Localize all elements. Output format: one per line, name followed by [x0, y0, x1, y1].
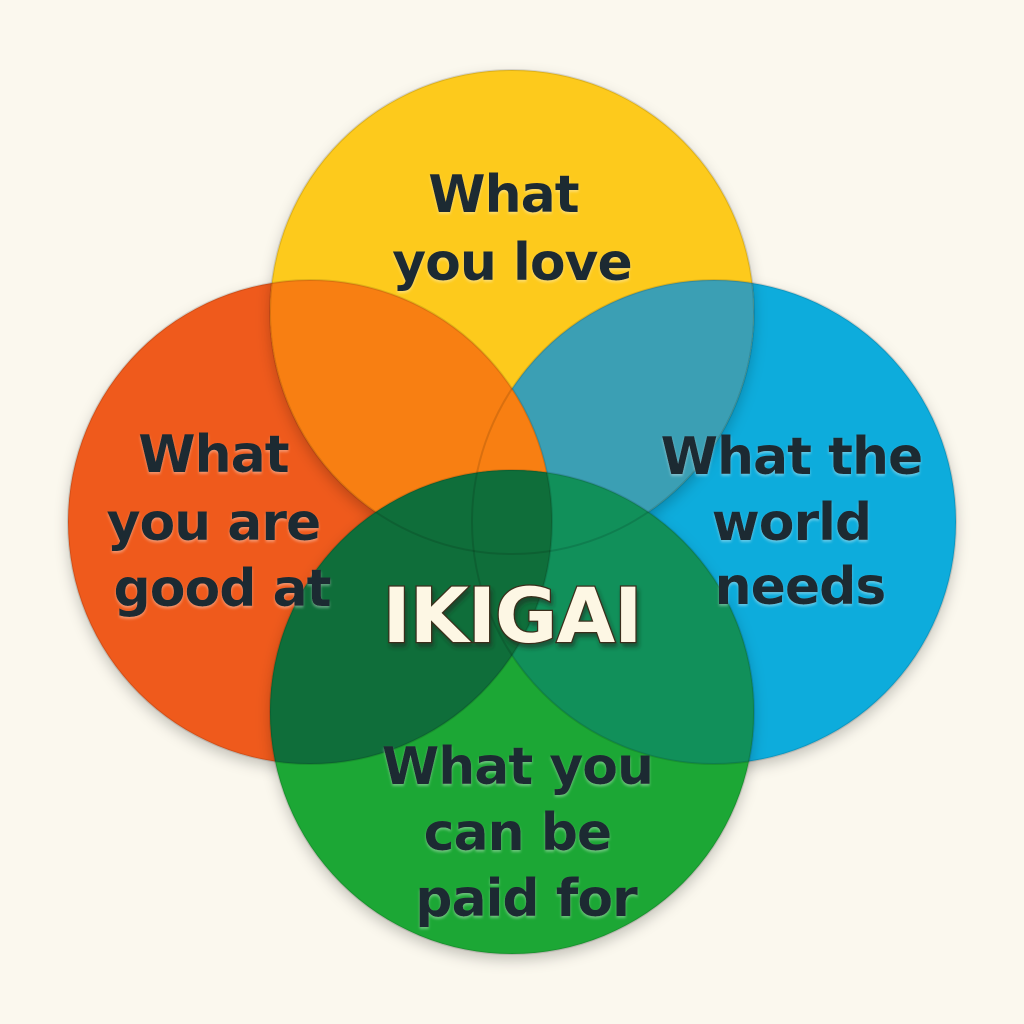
label-good-line-2: you are	[107, 493, 321, 553]
label-what-you-love-line-2: you love	[392, 233, 631, 293]
label-world-line-1: What the	[661, 427, 923, 487]
label-what-you-love-line-1: What	[428, 165, 578, 225]
label-good-line-3: good at	[114, 559, 331, 619]
label-what-you-are-good-at: What you are good at	[107, 425, 338, 619]
label-paid-line-2: can be	[424, 803, 612, 863]
label-paid-line-3: paid for	[415, 869, 638, 929]
label-what-you-can-be-paid-for: What you can be paid for	[382, 737, 670, 929]
label-paid-line-1: What you	[382, 737, 653, 797]
center-ikigai-label: IKIGAI	[383, 571, 642, 660]
label-what-the-world-needs: What the world needs	[661, 427, 940, 617]
label-world-line-2: world	[712, 493, 871, 553]
label-what-you-love: What you love	[392, 165, 631, 293]
label-good-line-1: What	[138, 425, 288, 485]
label-world-line-3: needs	[715, 557, 886, 617]
